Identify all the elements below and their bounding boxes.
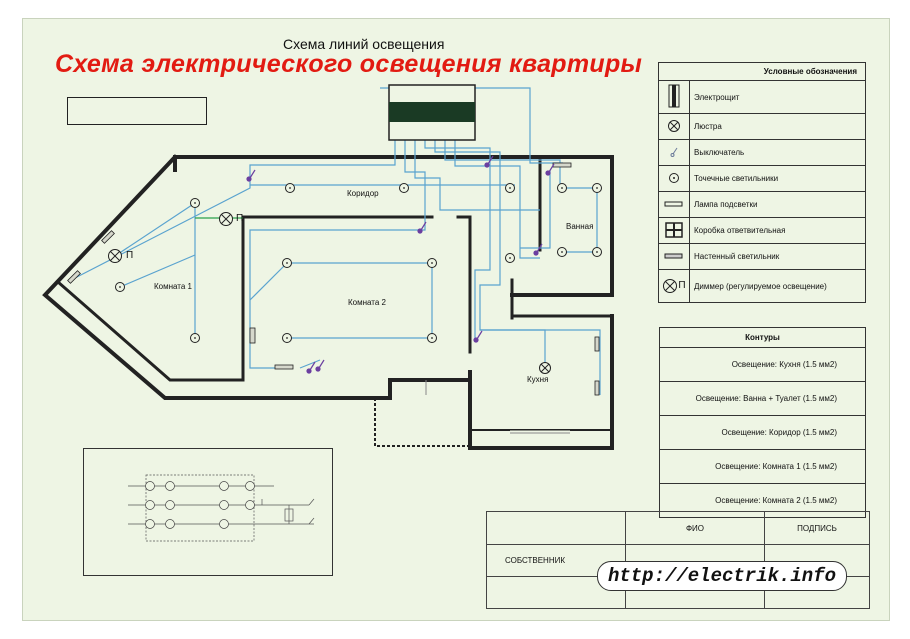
electric-panel [388, 84, 476, 141]
legend-row: Настенный светильник [658, 243, 866, 270]
legend-row: Лампа подсветки [658, 191, 866, 218]
spotlight-icon [669, 172, 679, 183]
legend-row: Электрощит [658, 80, 866, 114]
backlight-lamp-icon [664, 201, 683, 206]
room-label-kitchen: Кухня [527, 375, 549, 384]
legend-label: Точечные светильники [689, 165, 866, 192]
dimmer-legend-mark: П [678, 280, 686, 292]
legend-label: Диммер (регулируемое освещение) [689, 269, 866, 303]
dimmer-mark-room2: П [236, 213, 244, 224]
legend-header: Условные обозначения [658, 62, 866, 81]
wall-lamps [67, 162, 600, 396]
dimmer-icon [663, 279, 678, 293]
wiring [74, 87, 601, 395]
site-url-watermark: http://electrik.info [597, 561, 847, 591]
legend-row: Точечные светильники [658, 165, 866, 192]
title-block: ФИО ПОДПИСЬ СОБСТВЕННИК [486, 511, 870, 609]
legend-row: Коробка ответвительная [658, 217, 866, 244]
legend-label: Электрощит [689, 80, 866, 114]
stamp-signature: ПОДПИСЬ [764, 511, 870, 545]
stamp-fio: ФИО [625, 511, 765, 545]
room-label-room2: Комната 2 [348, 298, 386, 307]
junction-box-icon [665, 221, 683, 238]
contour-row: Освещение: Ванна + Туалет (1.5 мм2) [659, 381, 866, 416]
legend-row: Люстра [658, 113, 866, 140]
legend-row: П Диммер (регулируемое освещение) [658, 269, 866, 303]
legend-row: Выключатель [658, 139, 866, 166]
contour-row: Освещение: Комната 1 (1.5 мм2) [659, 449, 866, 484]
room-label-corridor: Коридор [347, 189, 379, 198]
contour-row: Освещение: Коридор (1.5 мм2) [659, 415, 866, 450]
legend-label: Настенный светильник [689, 243, 866, 270]
room-label-room1: Комната 1 [154, 282, 192, 291]
panel-wiring-scheme [83, 448, 333, 576]
dimmer-mark-room1: П [126, 250, 134, 261]
contours-table: Контуры Освещение: Кухня (1.5 мм2) Освещ… [659, 327, 866, 518]
chandeliers [108, 212, 551, 374]
switch-icon [670, 147, 678, 157]
balcony-outline [374, 398, 468, 447]
legend-label: Лампа подсветки [689, 191, 866, 218]
contours-header: Контуры [659, 327, 866, 348]
plan-title: Схема линий освещения [283, 36, 445, 52]
legend-label: Выключатель [689, 139, 866, 166]
panel-scheme-drawing [128, 474, 315, 542]
legend-table: Условные обозначения Электрощит Люстра В… [658, 62, 866, 303]
overlay-title: Схема электрического освещения квартиры [55, 50, 643, 78]
contour-row: Освещение: Кухня (1.5 мм2) [659, 347, 866, 382]
switches [246, 155, 555, 374]
room-label-bath: Ванная [566, 222, 594, 231]
blank-title-box [67, 97, 207, 125]
chandelier-icon [668, 119, 680, 132]
legend-label: Люстра [689, 113, 866, 140]
panel-icon [668, 84, 680, 108]
wall-lamp-icon [664, 253, 683, 258]
walls [42, 154, 614, 450]
floor-plan [42, 84, 614, 450]
legend-label: Коробка ответвительная [689, 217, 866, 244]
